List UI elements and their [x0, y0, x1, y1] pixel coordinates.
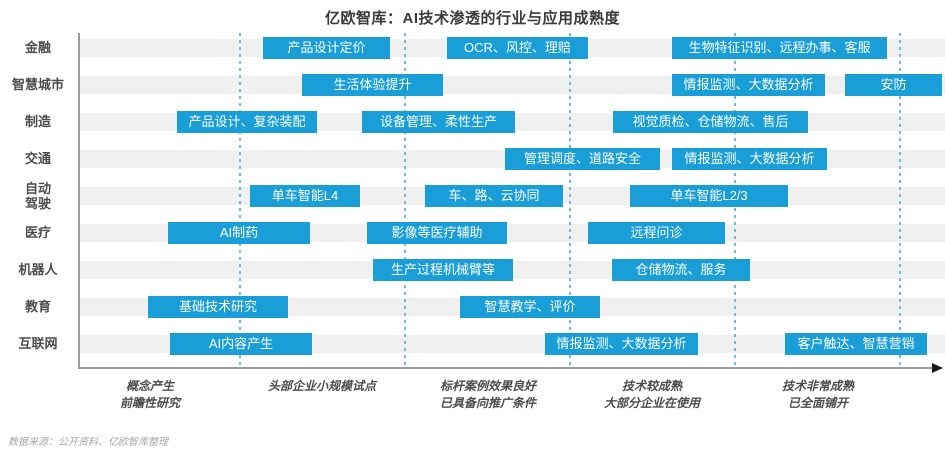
industry-label-8: 互联网 [18, 336, 58, 351]
app-box[interactable]: AI内容产生 [170, 333, 312, 355]
industry-label-7: 教育 [24, 299, 51, 314]
app-box[interactable]: 安防 [845, 74, 942, 96]
app-box[interactable]: 仓储物流、服务 [612, 259, 750, 281]
stage-divider-line [569, 33, 571, 368]
app-box[interactable]: 情报监测、大数据分析 [672, 74, 825, 96]
axis-arrow-icon [932, 363, 943, 373]
app-box[interactable]: 车、路、云协同 [425, 185, 563, 207]
industry-label-0: 金融 [24, 40, 51, 55]
industry-label-1: 智慧城市 [11, 77, 64, 92]
app-box[interactable]: AI制药 [168, 222, 310, 244]
source-note: 数据来源：公开资料、亿欧智库整理 [8, 437, 168, 448]
stage-divider-line [899, 33, 901, 368]
chart-title: 亿欧智库：AI技术渗透的行业与应用成熟度 [324, 10, 620, 27]
industry-label-4: 自动驾驶 [24, 181, 51, 211]
app-box[interactable]: 产品设计定价 [263, 37, 390, 59]
stage-label-1: 头部企业小规模试点 [267, 379, 376, 393]
app-box[interactable]: 智慧教学、评价 [460, 296, 600, 318]
app-box[interactable]: 客户触达、智慧营销 [785, 333, 927, 355]
app-box[interactable]: 单车智能L4 [250, 185, 360, 207]
stage-label-2: 标杆案例效果良好已具备向推广条件 [439, 379, 536, 410]
industry-label-2: 制造 [24, 114, 51, 129]
app-box[interactable]: 视觉质检、仓储物流、售后 [613, 111, 808, 133]
stage-label-0: 概念产生前瞻性研究 [119, 379, 180, 410]
stage-divider-line [404, 33, 406, 368]
industry-label-6: 机器人 [18, 262, 58, 277]
industry-label-5: 医疗 [24, 225, 51, 240]
app-box[interactable]: 生物特征识别、远程办事、客服 [672, 37, 887, 59]
app-box[interactable]: 产品设计、复杂装配 [177, 111, 317, 133]
industry-label-3: 交通 [24, 151, 51, 166]
app-box[interactable]: OCR、风控、理赔 [447, 37, 588, 59]
app-box[interactable]: 基础技术研究 [148, 296, 288, 318]
stage-label-4: 技术非常成熟已全面铺开 [781, 379, 854, 410]
app-box[interactable]: 远程问诊 [588, 222, 725, 244]
app-box[interactable]: 生产过程机械臂等 [373, 259, 513, 281]
stage-divider-line [239, 33, 241, 368]
app-box[interactable]: 生活体验提升 [302, 74, 443, 96]
app-box[interactable]: 情报监测、大数据分析 [672, 148, 827, 170]
app-box[interactable]: 管理调度、道路安全 [505, 148, 660, 170]
app-box[interactable]: 影像等医疗辅助 [367, 222, 507, 244]
x-axis-line [78, 367, 933, 369]
y-axis-line [78, 33, 80, 369]
app-box[interactable]: 情报监测、大数据分析 [545, 333, 698, 355]
stage-label-3: 技术较成熟大部分企业在使用 [603, 379, 700, 410]
app-box[interactable]: 单车智能L2/3 [630, 185, 788, 207]
app-box[interactable]: 设备管理、柔性生产 [362, 111, 515, 133]
